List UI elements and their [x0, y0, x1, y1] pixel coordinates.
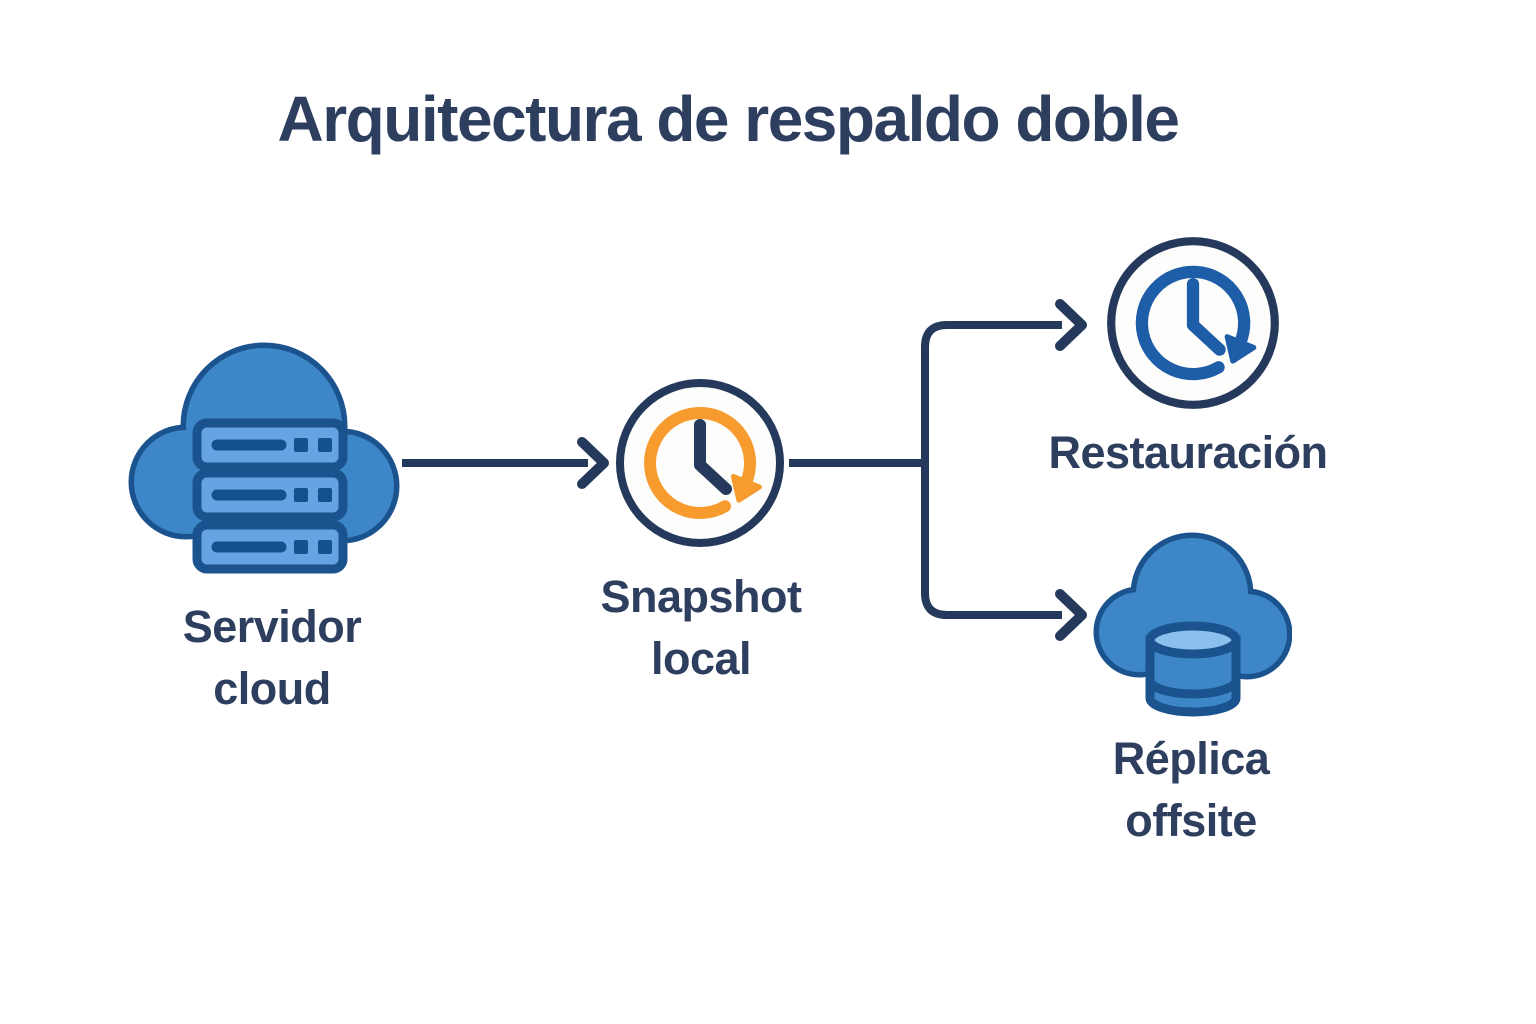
arrowhead-icon [1055, 299, 1087, 351]
clock-hands [694, 419, 732, 495]
edge-servidor-to-snapshot [402, 437, 609, 489]
node-label-restauracion: Restauración [1048, 427, 1328, 478]
cloud-server-icon [128, 342, 400, 574]
arrowhead-icon [577, 437, 609, 489]
cloud-database-icon [1093, 532, 1292, 717]
restore-clock-icon [1107, 237, 1279, 409]
diagram-title: Arquitectura de respaldo doble [277, 83, 1180, 155]
edge-snapshot-branch [789, 299, 1087, 641]
node-label-servidor-cloud: Servidor cloud [182, 601, 362, 715]
node-label-snapshot-local: Snapshot local [600, 571, 802, 685]
circular-arrow [1135, 265, 1257, 381]
clock-hands [1186, 278, 1226, 356]
node-label-replica-offsite: Réplica offsite [1112, 733, 1270, 847]
server-rack [192, 418, 348, 574]
database-cylinder [1145, 621, 1241, 717]
circular-arrow [644, 407, 762, 519]
backup-clock-icon [616, 379, 784, 547]
arrowhead-icon [1055, 589, 1087, 641]
